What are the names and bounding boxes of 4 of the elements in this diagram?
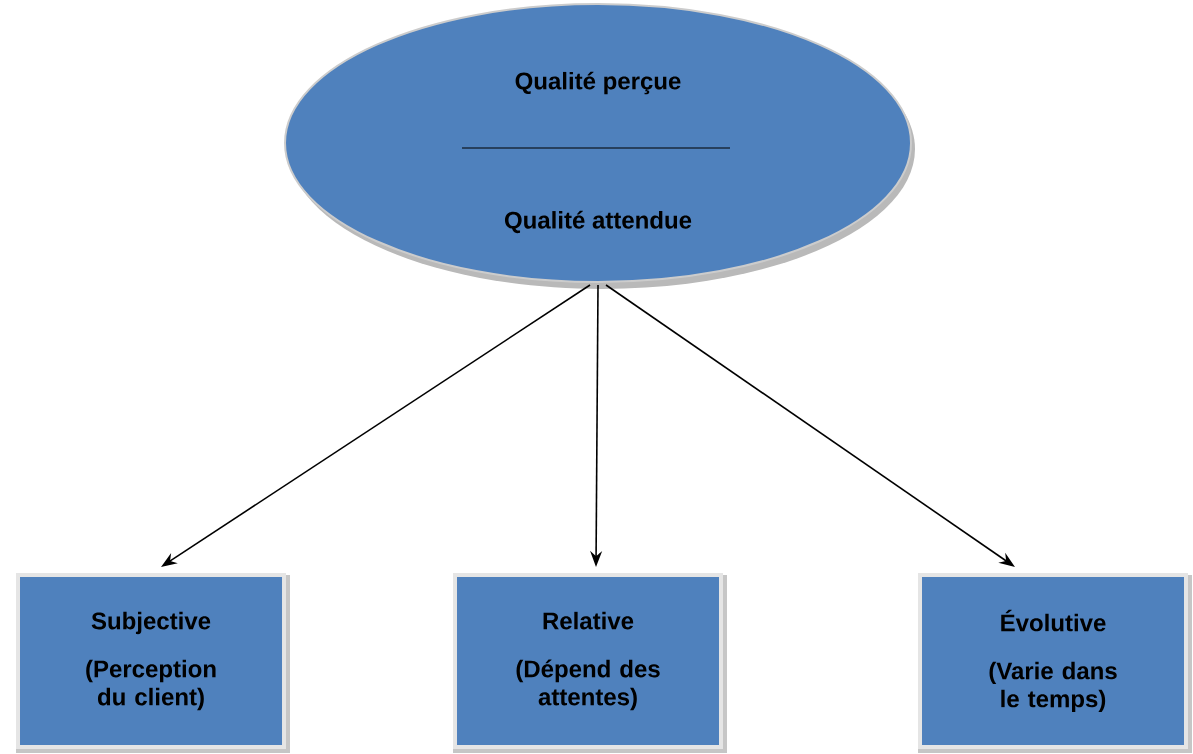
process-box: Relative (Dépend des attentes) xyxy=(453,573,727,753)
process-box: Subjective (Perception du client) xyxy=(16,573,290,753)
ellipse-node: Qualité perçue Qualité attendue xyxy=(284,3,915,289)
process-box: Évolutive (Varie dans le temps) xyxy=(918,573,1192,753)
